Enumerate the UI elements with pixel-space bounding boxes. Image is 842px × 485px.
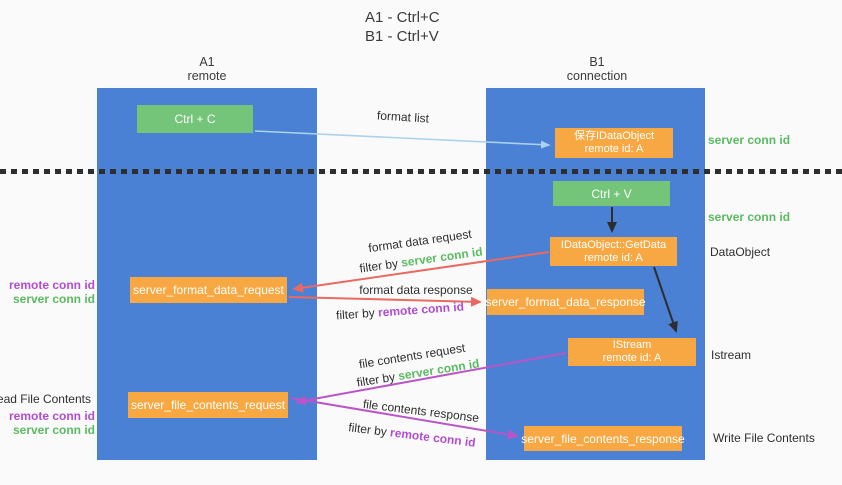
format-data-response-label: format data response [359,283,473,297]
lane-b1-name: B1 [589,55,605,69]
filter-by-text: filter by [347,420,388,439]
istream-line1: IStream [612,339,652,351]
getdata-line1: IDataObject::GetData [560,238,667,251]
server-file-contents-response-label: server_file_contents_response [521,431,685,446]
server-file-contents-response-box: server_file_contents_response [521,426,685,451]
lane-header-a1: A1 remote [137,55,277,83]
conn-id-group-1: remote conn id server conn id [9,278,95,306]
server-format-data-response-label: server_format_data_response [485,295,646,309]
idataobject-getdata-box: IDataObject::GetData remote id: A [550,237,677,266]
filter-by-remote-2-label: filter by remote conn id [348,420,477,450]
remote-conn-id-1-label: remote conn id [8,278,95,292]
getdata-line2: remote id: A [584,251,643,264]
istream-side-label: Istream [711,348,752,362]
server-file-contents-request-label: server_file_contents_request [130,398,286,412]
filter-by-remote-1-label: filter by remote conn id [336,300,465,323]
filter-by-text: filter by [335,305,376,323]
dotted-separator-line [0,169,842,174]
filter-by-text: filter by [358,256,399,276]
ctrl-v-label: Ctrl + V [591,186,632,201]
write-file-contents-label: Write File Contents [713,431,815,445]
server-conn-id-1-label: server conn id [12,292,95,306]
title-line-1: A1 - Ctrl+C [365,9,440,26]
istream-line2: remote id: A [602,352,662,364]
save-idataobject-line2: remote id: A [584,143,644,155]
filter-by-text: filter by [355,369,397,390]
server-conn-id-2-label: server conn id [12,423,95,437]
lane-header-b1: B1 connection [527,55,667,83]
remote-conn-id-2-label: remote conn id [8,409,95,423]
format-list-label: format list [376,108,430,126]
filter-remote-conn-id-text: remote conn id [389,425,477,450]
title-line-2: B1 - Ctrl+V [365,28,439,45]
istream-box: IStream remote id: A [568,338,696,366]
server-format-data-request-box: server_format_data_request [130,277,287,303]
server-format-data-response-box: server_format_data_response [485,289,646,315]
read-file-contents-label: Read File Contents [0,392,91,406]
lane-a1-type: remote [187,69,227,83]
server-file-contents-request-box: server_file_contents_request [128,392,288,418]
ctrl-v-box: Ctrl + V [553,181,670,206]
save-idataobject-line1: 保存IDataObject [573,130,655,142]
server-conn-id-top-label: server conn id [708,133,791,147]
server-format-data-request-label: server_format_data_request [133,283,284,297]
server-conn-id-mid-label: server conn id [708,210,791,224]
ctrl-c-box: Ctrl + C [137,105,253,133]
filter-remote-conn-id-text: remote conn id [377,299,465,320]
lane-b1-type: connection [566,69,628,83]
conn-id-group-2: remote conn id server conn id [9,409,95,437]
lane-a1-name: A1 [199,55,215,69]
diagram-title: A1 - Ctrl+C B1 - Ctrl+V [365,8,440,46]
ctrl-c-label: Ctrl + C [174,112,216,126]
dataobject-label: DataObject [710,245,771,259]
file-contents-response-label: file contents response [362,396,480,426]
save-idataobject-box: 保存IDataObject remote id: A [555,128,673,158]
